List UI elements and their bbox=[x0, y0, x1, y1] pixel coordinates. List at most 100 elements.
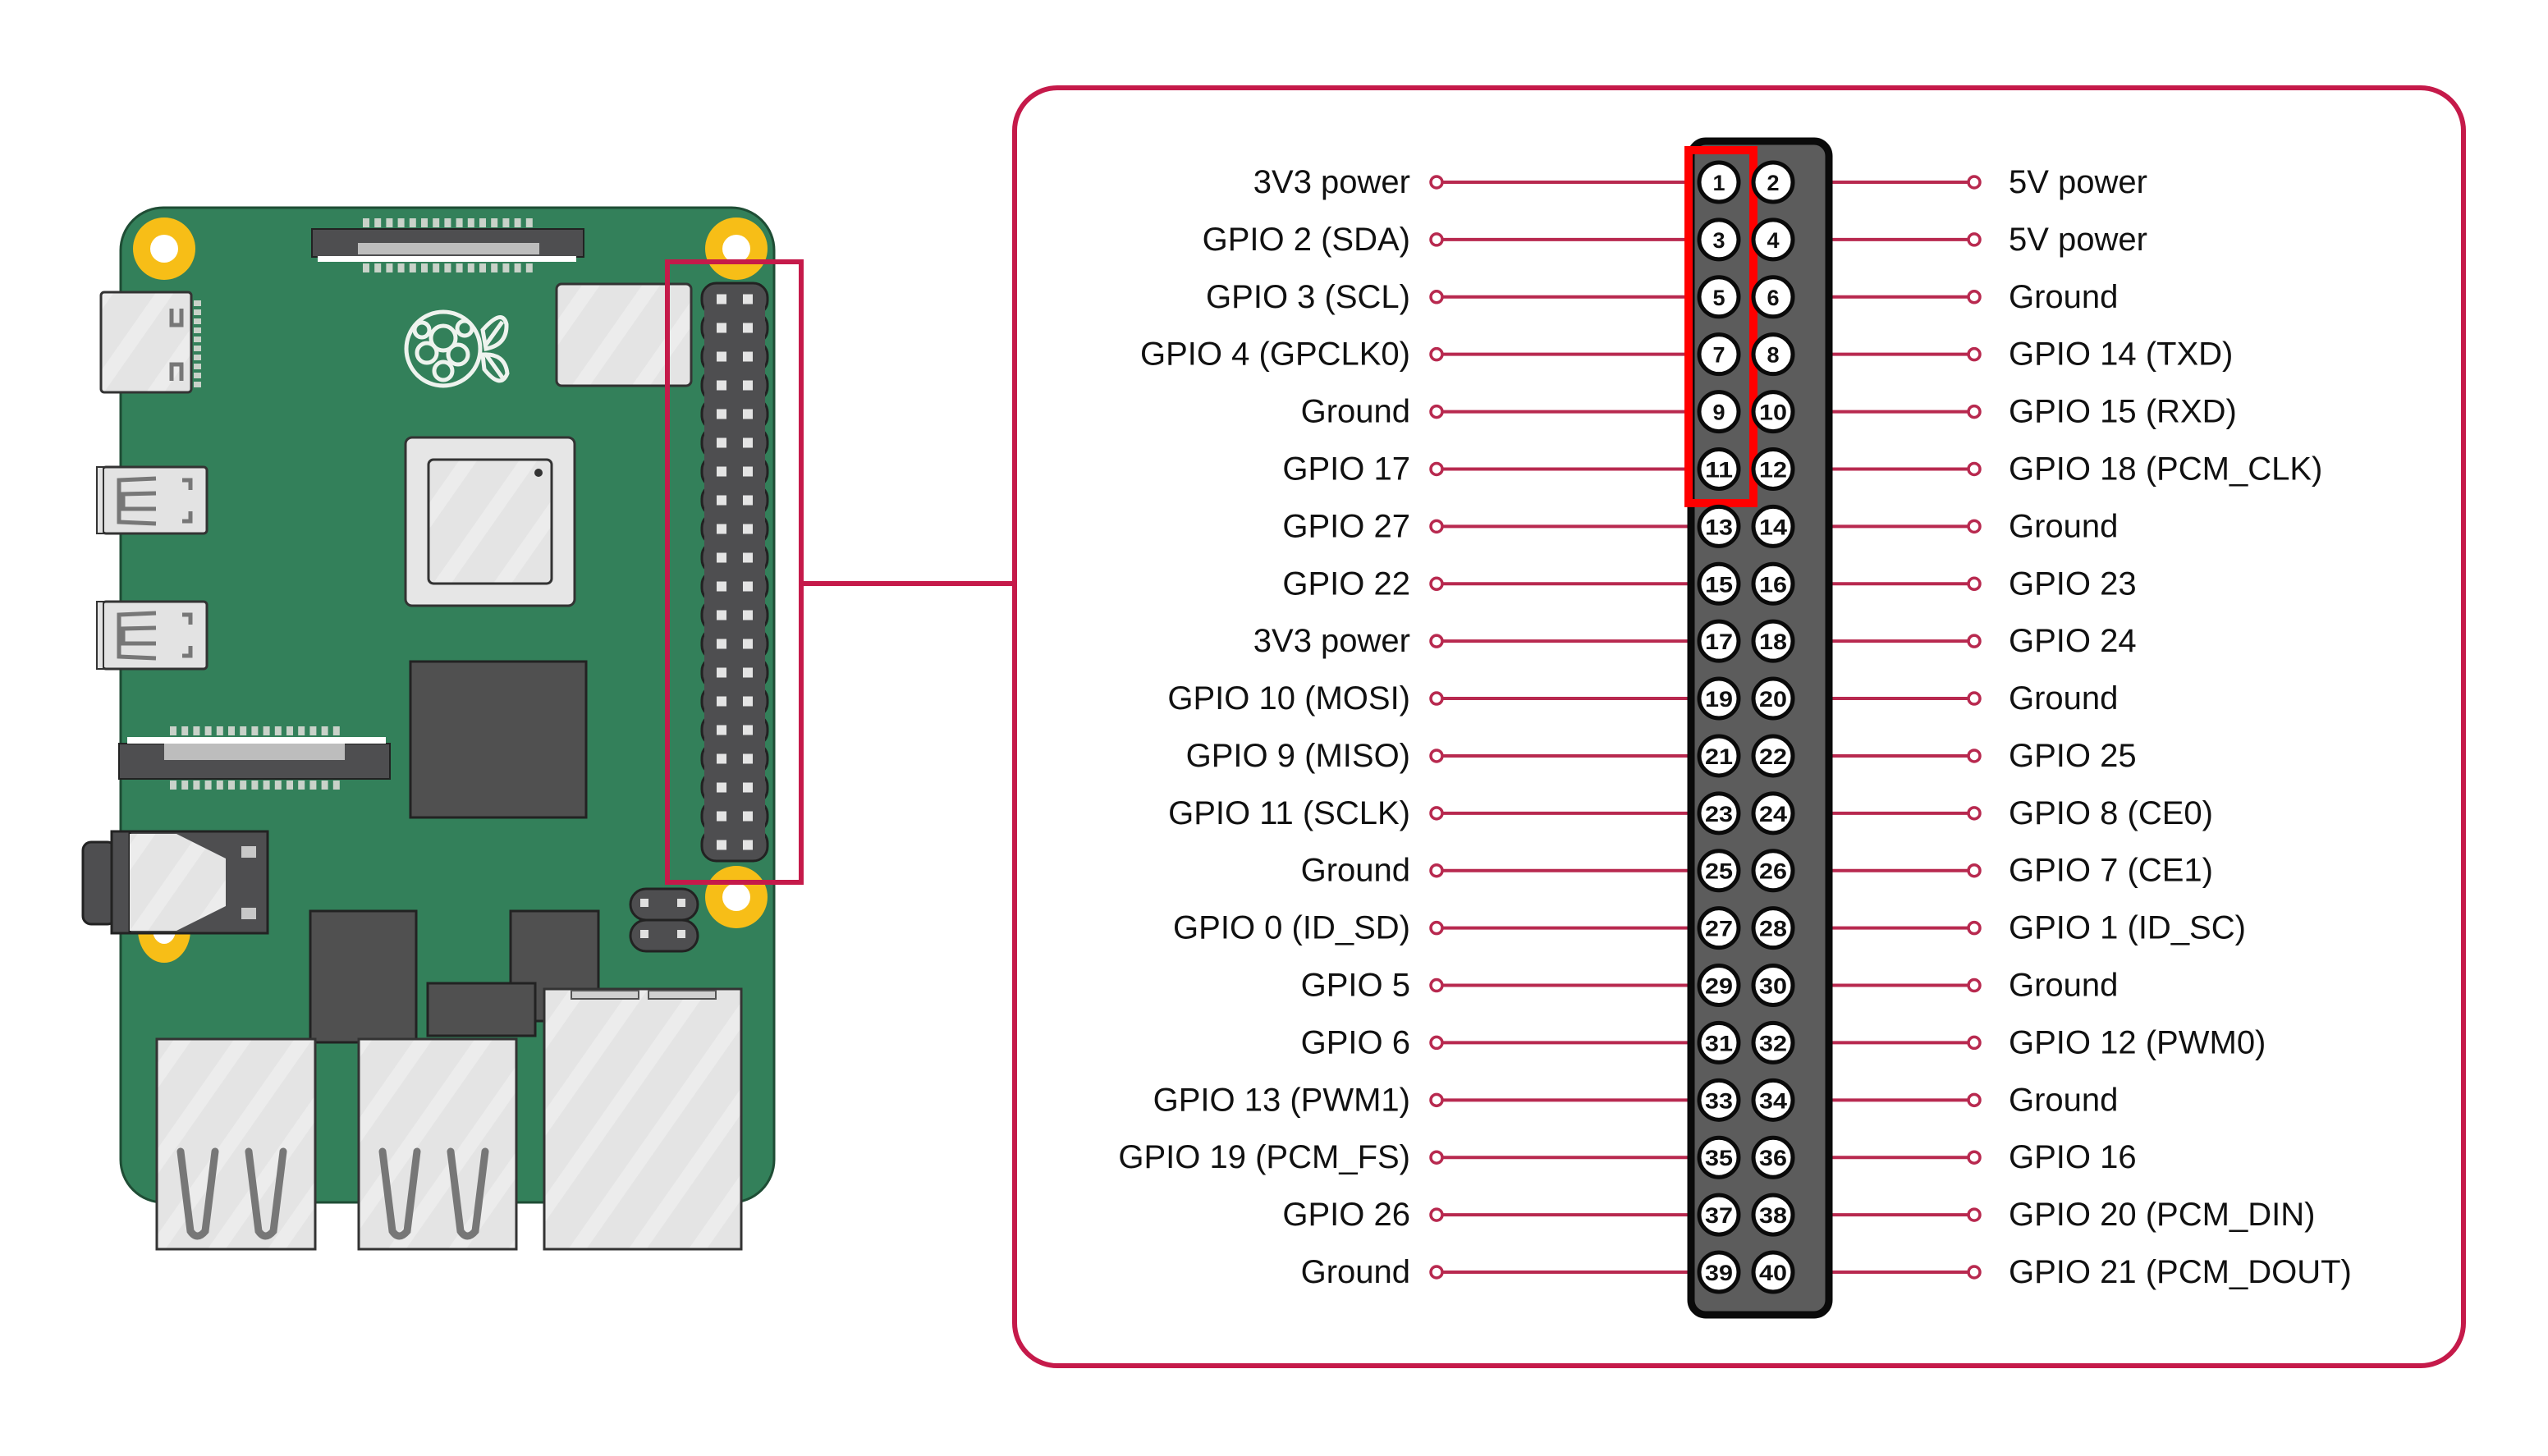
lead-terminal-icon bbox=[1967, 290, 1982, 304]
pin-number: 9 bbox=[1712, 401, 1725, 425]
pin-number: 30 bbox=[1759, 974, 1787, 999]
gpio-pin-20: 20 bbox=[1751, 676, 1795, 721]
pin-number: 15 bbox=[1705, 572, 1733, 597]
lead-terminal-icon bbox=[1967, 346, 1982, 362]
gpio-pin-1: 1 bbox=[1697, 160, 1741, 204]
gpio-pin-24: 24 bbox=[1751, 791, 1795, 836]
board-pin bbox=[743, 667, 753, 678]
pin-label-right: GPIO 1 (ID_SC) bbox=[2009, 910, 2246, 946]
lead-terminal-icon bbox=[1429, 1092, 1444, 1108]
gpio-pin-4: 4 bbox=[1751, 217, 1795, 262]
mounting-hole-bottom-right bbox=[705, 866, 768, 928]
display-connector bbox=[118, 726, 391, 790]
pin-label-right: Ground bbox=[2009, 1082, 2118, 1118]
lead-terminal-icon bbox=[1429, 691, 1444, 706]
gpio-pin-40: 40 bbox=[1751, 1250, 1795, 1294]
micro-hdmi-port-0 bbox=[96, 465, 209, 535]
pin-label-right: Ground bbox=[2009, 968, 2118, 1004]
pin-label-left: GPIO 26 bbox=[1282, 1197, 1410, 1233]
board-pin bbox=[717, 437, 726, 448]
board-pin bbox=[743, 524, 753, 534]
pin-label-left: GPIO 27 bbox=[1282, 508, 1410, 544]
lead-terminal-icon bbox=[1429, 863, 1444, 878]
gpio-pin-38: 38 bbox=[1751, 1193, 1795, 1237]
pin-label-left: GPIO 19 (PCM_FS) bbox=[1118, 1139, 1410, 1175]
gpio-pin-39: 39 bbox=[1697, 1250, 1741, 1294]
board-gpio-header bbox=[700, 282, 769, 863]
gpio-pin-10: 10 bbox=[1751, 390, 1795, 434]
gpio-pin-3: 3 bbox=[1697, 217, 1741, 262]
lead-terminal-icon bbox=[1967, 691, 1982, 706]
pin-label-right: GPIO 23 bbox=[2009, 565, 2137, 602]
gpio-pin-7: 7 bbox=[1697, 332, 1741, 377]
gpio-pin-16: 16 bbox=[1751, 561, 1795, 606]
board-pin bbox=[717, 351, 726, 362]
lead-terminal-icon bbox=[1967, 920, 1982, 936]
pin-label-right: GPIO 12 (PWM0) bbox=[2009, 1024, 2266, 1060]
pin-label-right: GPIO 18 (PCM_CLK) bbox=[2009, 451, 2322, 487]
pin-number: 19 bbox=[1705, 687, 1733, 712]
camera-connector bbox=[311, 218, 584, 272]
board-pin bbox=[743, 466, 753, 477]
pin-number: 3 bbox=[1712, 228, 1725, 253]
board-pin bbox=[743, 639, 753, 649]
board-pin bbox=[717, 811, 726, 822]
lead-terminal-icon bbox=[1967, 175, 1982, 190]
board-pin bbox=[717, 753, 726, 764]
gpio-pin-21: 21 bbox=[1697, 734, 1741, 778]
gpio-pin-17: 17 bbox=[1697, 619, 1741, 663]
lead-terminal-icon bbox=[1429, 749, 1444, 763]
gpio-pin-8: 8 bbox=[1751, 332, 1795, 377]
pin-number: 5 bbox=[1712, 286, 1725, 310]
board-pin bbox=[743, 581, 753, 592]
gpio-pin-36: 36 bbox=[1751, 1135, 1795, 1179]
pin-label-left: Ground bbox=[1301, 1254, 1410, 1290]
pin-number: 39 bbox=[1705, 1261, 1733, 1285]
gpio-pin-22: 22 bbox=[1751, 734, 1795, 778]
pin-label-left: Ground bbox=[1301, 853, 1410, 889]
lead-terminal-icon bbox=[1967, 863, 1982, 878]
board-pin bbox=[717, 725, 726, 735]
pin-number: 7 bbox=[1712, 343, 1725, 368]
pin-number: 40 bbox=[1759, 1261, 1787, 1285]
gpio-pin-6: 6 bbox=[1751, 275, 1795, 319]
pin-number: 35 bbox=[1705, 1146, 1733, 1170]
pin-number: 2 bbox=[1767, 171, 1779, 195]
pin-number: 10 bbox=[1759, 401, 1787, 425]
gpio-pin-28: 28 bbox=[1751, 906, 1795, 950]
board-pin bbox=[717, 552, 726, 563]
lead-terminal-icon bbox=[1429, 576, 1444, 592]
board-pin bbox=[743, 811, 753, 822]
pin-number: 4 bbox=[1767, 228, 1779, 253]
usb-controller-chip bbox=[309, 909, 418, 1044]
pin-label-left: GPIO 17 bbox=[1282, 451, 1410, 487]
gpio-pin-23: 23 bbox=[1697, 791, 1741, 836]
lead-terminal-icon bbox=[1967, 806, 1982, 821]
lead-terminal-icon bbox=[1429, 290, 1444, 304]
gpio-pin-9: 9 bbox=[1697, 390, 1741, 434]
lead-terminal-icon bbox=[1967, 1035, 1982, 1051]
pin-number: 26 bbox=[1759, 859, 1787, 884]
pin-number: 36 bbox=[1759, 1146, 1787, 1170]
lead-terminal-icon bbox=[1967, 1207, 1982, 1222]
pin-number: 20 bbox=[1759, 687, 1787, 712]
poe-header bbox=[629, 887, 699, 953]
board-pin bbox=[717, 667, 726, 678]
board-pin bbox=[717, 610, 726, 620]
board-pin bbox=[717, 782, 726, 793]
board-pin bbox=[743, 840, 753, 850]
pin-label-right: GPIO 14 (TXD) bbox=[2009, 337, 2233, 373]
gpio-pin-26: 26 bbox=[1751, 849, 1795, 893]
board-pin bbox=[743, 323, 753, 333]
ram-chip bbox=[409, 660, 588, 819]
raspberry-pi-board bbox=[81, 206, 804, 1251]
pin-number: 13 bbox=[1705, 515, 1733, 539]
gpio-pin-14: 14 bbox=[1751, 504, 1795, 548]
lead-terminal-icon bbox=[1429, 978, 1444, 993]
pin-number: 31 bbox=[1705, 1031, 1733, 1055]
lead-terminal-icon bbox=[1967, 576, 1982, 592]
lead-terminal-icon bbox=[1967, 978, 1982, 993]
pin-number: 18 bbox=[1759, 630, 1787, 654]
pin-label-left: GPIO 3 (SCL) bbox=[1206, 279, 1410, 315]
gpio-pin-30: 30 bbox=[1751, 964, 1795, 1008]
